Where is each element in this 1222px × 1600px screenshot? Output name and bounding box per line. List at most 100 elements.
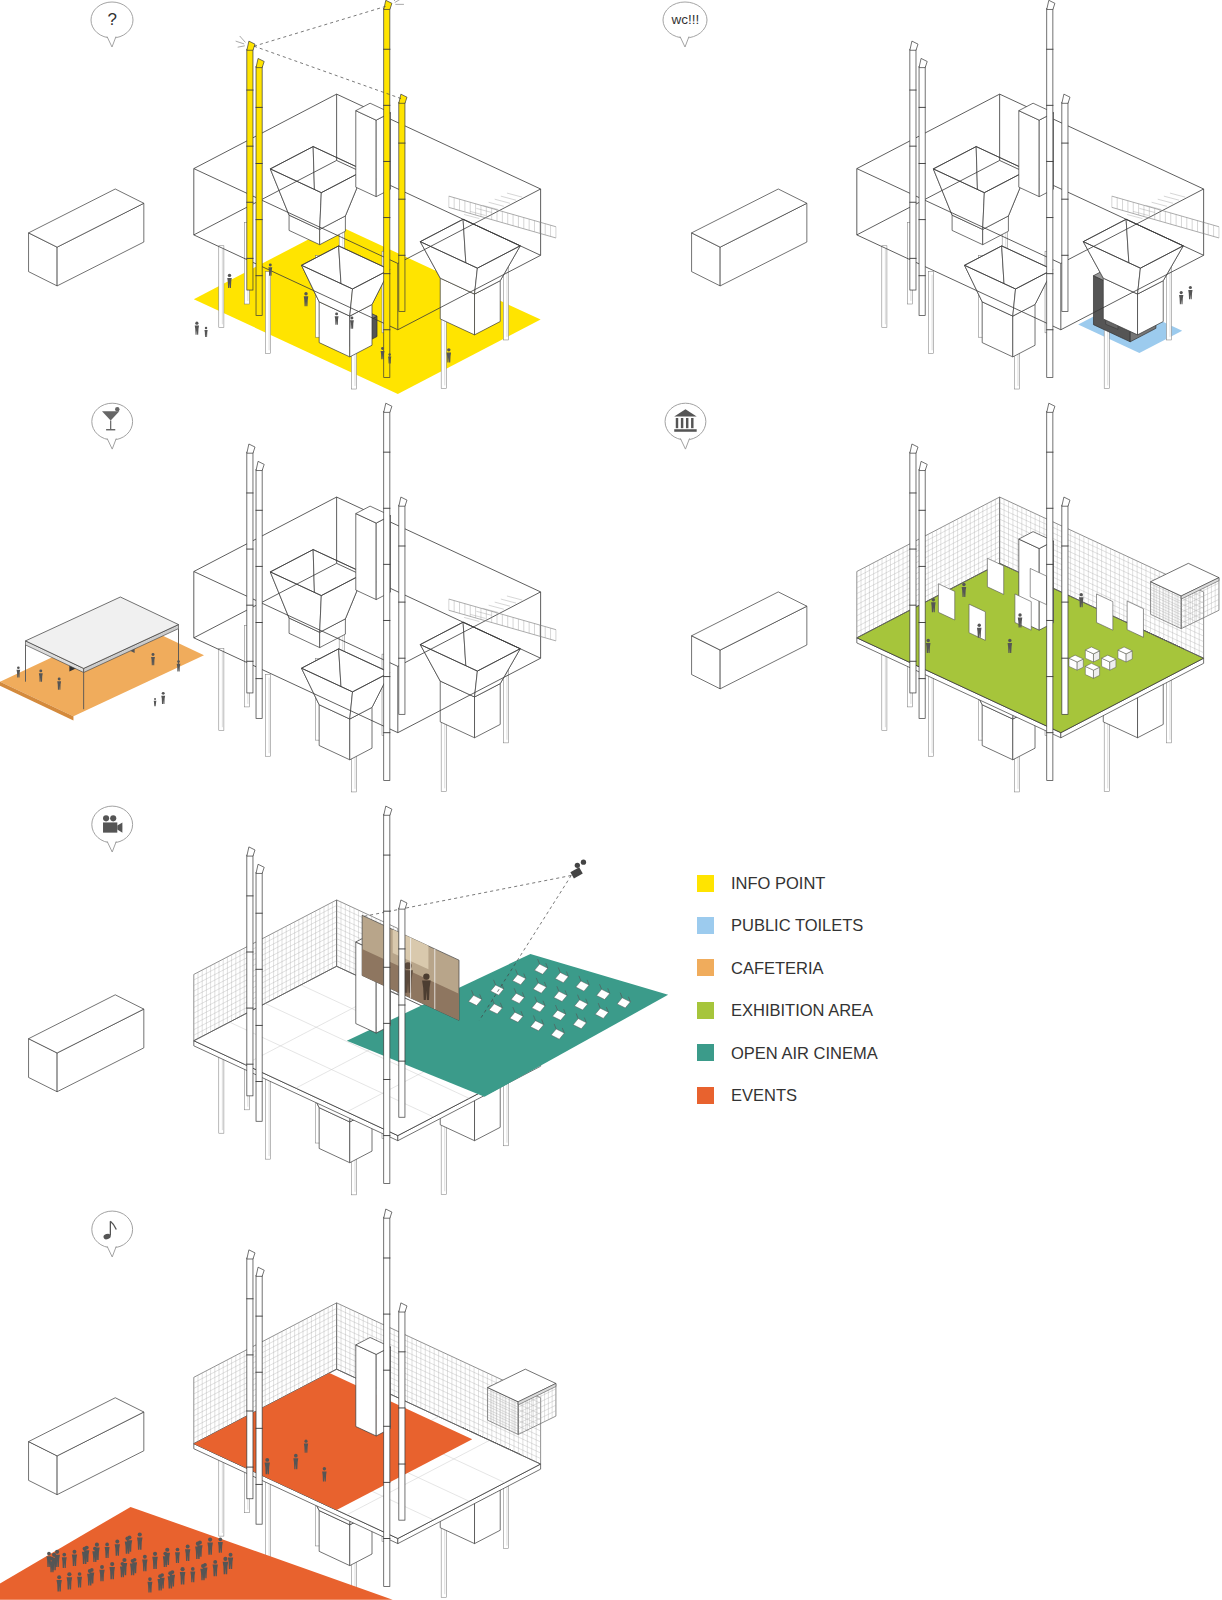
person [180,1572,186,1584]
deck-chair [536,978,538,983]
mesh-line [857,508,1000,582]
deck-chair [535,997,537,1002]
mesh-line [488,1415,519,1429]
pipe-cap [384,1209,392,1218]
pipe-cap [399,497,407,506]
person [1079,597,1083,607]
pipe-ring [1046,105,1053,106]
person [218,1542,223,1553]
building-frame [194,94,541,263]
person [269,263,272,266]
deck-chair [556,1005,558,1010]
person [294,1454,298,1458]
pipe-ring [383,676,390,677]
deck-chair [608,988,610,993]
person [227,278,231,288]
pipe-ring [256,275,263,276]
person [304,1444,308,1453]
deck-chair [492,999,494,1004]
deck-chair [606,1007,608,1012]
person [191,1567,195,1571]
museum-icon [676,418,678,428]
deck-chair [576,981,589,991]
screen-divider [410,938,411,998]
stair-tick [1165,211,1166,222]
stair-tick [555,227,556,238]
signal-tick [394,0,400,1]
pipe-ring [919,566,926,567]
deck-chair [543,1001,545,1006]
chimney-pipe [399,505,405,714]
hopper [933,169,984,229]
chimney-pipe [256,470,262,719]
person [165,1548,169,1552]
bubble-tail [107,36,116,47]
cafe-deck [0,682,73,721]
mesh-line [1151,593,1182,607]
mesh-line [857,530,1000,604]
pipe-ring [246,1467,253,1468]
person [1008,639,1011,642]
person [1080,593,1083,596]
pipe-ring [909,549,916,550]
icon-bubble [92,806,133,843]
person [927,639,930,642]
deck-chair [530,1021,543,1031]
pipe-ring [246,1354,253,1355]
deck-chair [510,1012,523,1022]
pipe-cap [384,0,392,9]
hopper [302,246,390,289]
stair-tick [1149,207,1150,218]
person [100,1565,104,1569]
stair-step [470,614,485,618]
pipe-ring [246,202,253,203]
chimney-pipe [910,452,916,693]
person [293,1458,298,1469]
pipe-ring [383,105,390,106]
museum-icon [681,418,683,428]
pipe-cap [256,461,264,470]
deck-chair [552,1010,565,1020]
pipe-ring [246,549,253,550]
person [335,312,338,315]
deck-chair [558,967,560,972]
person [1018,613,1021,616]
person [422,981,431,1000]
person [73,1550,77,1554]
deck-chair [534,964,547,974]
hopper [302,265,353,316]
person [229,1553,233,1557]
stair-tick [454,198,455,209]
pillar-tube [266,675,271,757]
deck-chair [533,1015,535,1020]
deck-chair [574,1000,587,1010]
person [67,1572,71,1576]
mesh-line [857,541,1000,615]
pipe-ring [383,967,390,968]
signal-line [254,46,403,99]
screen-divider [434,949,435,1009]
bubble-tail [107,438,116,449]
stair-tick [1111,196,1112,207]
museum-icon [674,429,696,432]
person [83,1547,87,1551]
pipe-ring [1046,329,1053,330]
deck-chair [489,1004,502,1014]
stair-tick [480,608,481,619]
person [381,351,385,359]
icon-bubbles [92,403,706,1257]
lift-tower [356,111,376,197]
hopper [965,265,1016,316]
legend-text: EVENTS [731,1086,797,1104]
pipe-ring [919,163,926,164]
stair-tick [1138,204,1139,215]
pipe-ring [383,508,390,509]
stair-tick [534,221,535,232]
stair-tick [1192,219,1193,230]
bubble-tail [107,1246,116,1257]
museum-icon [691,418,693,428]
stair-tick [470,605,471,616]
stair-tick [470,202,471,213]
stair-step [495,199,510,203]
legend-swatch [697,875,714,892]
